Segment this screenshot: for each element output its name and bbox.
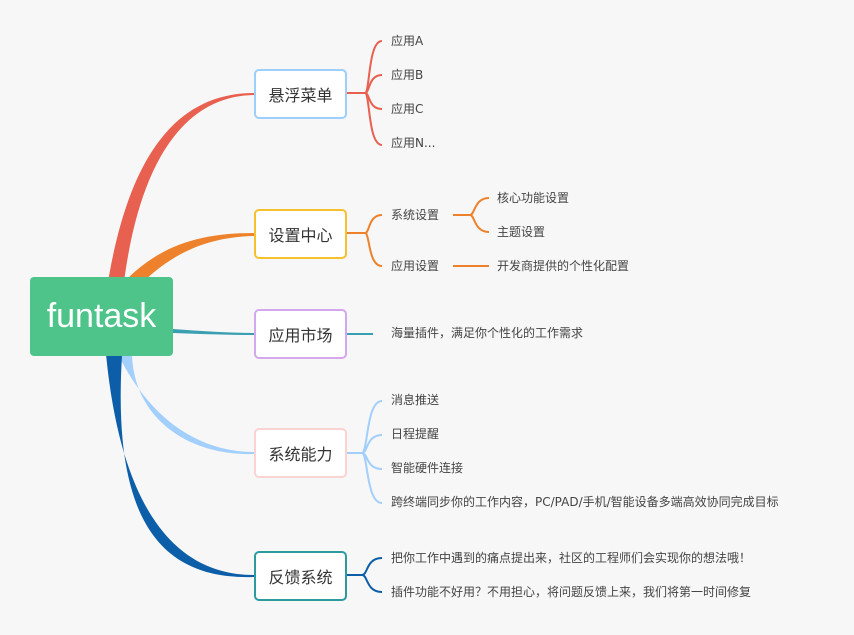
branch-feedback xyxy=(106,354,254,578)
leaf-app-c[interactable]: 应用C xyxy=(391,102,424,116)
leaf-app-settings[interactable]: 应用设置 xyxy=(391,259,440,273)
leaf-smart-hardware[interactable]: 智能硬件连接 xyxy=(391,461,464,475)
root-node[interactable]: funtask xyxy=(30,277,173,356)
node-app-market[interactable]: 应用市场 xyxy=(254,309,347,359)
leaf-pain-points[interactable]: 把你工作中遇到的痛点提出来，社区的工程师们会实现你的想法哦！ xyxy=(391,551,752,565)
leaf-message-push[interactable]: 消息推送 xyxy=(391,393,440,407)
leaf-theme-settings[interactable]: 主题设置 xyxy=(497,225,546,239)
leaf-schedule-reminder[interactable]: 日程提醒 xyxy=(391,427,440,441)
branch-market xyxy=(173,329,254,335)
node-hover-menu[interactable]: 悬浮菜单 xyxy=(254,69,347,119)
leaf-developer-config[interactable]: 开发商提供的个性化配置 xyxy=(497,259,630,273)
leaf-plugins[interactable]: 海量插件，满足你个性化的工作需求 xyxy=(391,326,584,340)
node-system-capability[interactable]: 系统能力 xyxy=(254,428,347,478)
leaf-system-settings[interactable]: 系统设置 xyxy=(391,208,440,222)
leaf-app-b[interactable]: 应用B xyxy=(391,68,424,82)
branch-hover-menu xyxy=(108,93,254,282)
branch-capability xyxy=(118,354,254,455)
leaf-app-a[interactable]: 应用A xyxy=(391,34,424,48)
node-settings-center[interactable]: 设置中心 xyxy=(254,209,347,259)
node-feedback-system[interactable]: 反馈系统 xyxy=(254,551,347,601)
leaf-report-issues[interactable]: 插件功能不好用？不用担心，将问题反馈上来，我们将第一时间修复 xyxy=(391,585,752,599)
leaf-app-n[interactable]: 应用N... xyxy=(391,136,436,150)
leaf-cross-device-sync[interactable]: 跨终端同步你的工作内容，PC/PAD/手机/智能设备多端高效协同完成目标 xyxy=(391,495,779,509)
leaf-core-settings[interactable]: 核心功能设置 xyxy=(497,191,570,205)
